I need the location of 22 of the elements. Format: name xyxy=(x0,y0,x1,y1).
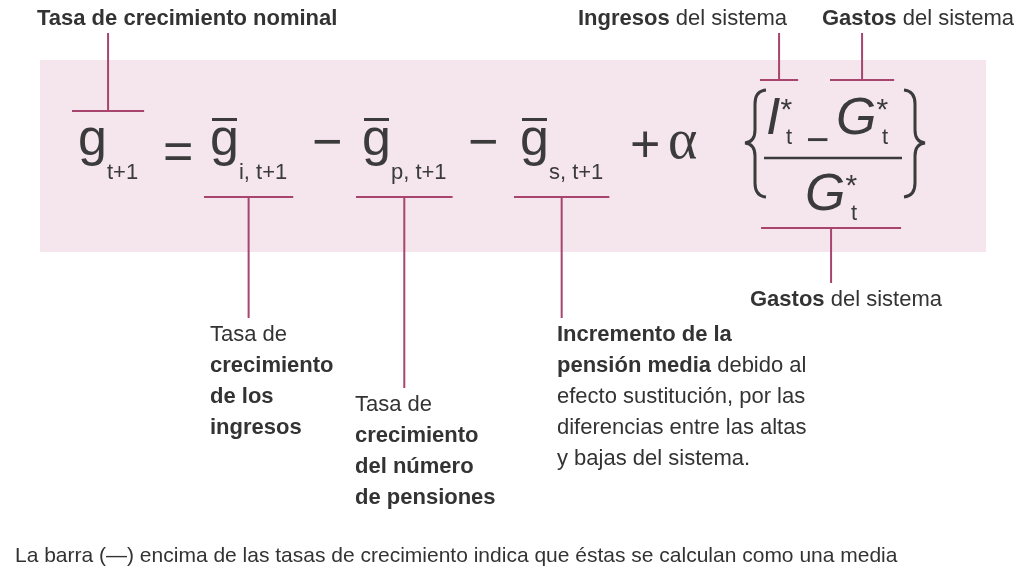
minus-sign: − xyxy=(806,119,830,159)
annotation-label: Gastos del sistema xyxy=(750,283,942,314)
alpha-symbol: α xyxy=(668,111,698,167)
formula-panel xyxy=(40,60,986,252)
leader-line xyxy=(203,196,295,319)
leader-line xyxy=(829,32,896,81)
plus-sign: + xyxy=(630,118,661,170)
annotation-label: Gastos del sistema xyxy=(822,2,1014,33)
annotation-label: Ingresos del sistema xyxy=(578,2,788,33)
leader-line xyxy=(71,32,146,112)
annotation-label: Tasa de crecimiento de los ingresos xyxy=(210,318,350,442)
leader-line xyxy=(760,227,903,284)
annotation-label: Incremento de la pensión media debido al efecto sustitución, por las diferencias entre las altas y bajas del sistema. xyxy=(557,318,812,473)
leader-line xyxy=(759,32,800,81)
minus-sign: − xyxy=(468,115,499,167)
minus-sign: − xyxy=(312,115,343,167)
leader-line xyxy=(355,196,454,389)
annotation-label: Tasa de crecimiento nominal xyxy=(37,2,338,33)
annotation-label: Tasa de crecimiento del número de pensiones xyxy=(355,388,500,512)
equals-sign: = xyxy=(163,125,194,177)
leader-line xyxy=(513,196,611,319)
caption-text: La barra (—) encima de las tasas de crecimiento indica que éstas se calculan como una media xyxy=(15,542,899,568)
